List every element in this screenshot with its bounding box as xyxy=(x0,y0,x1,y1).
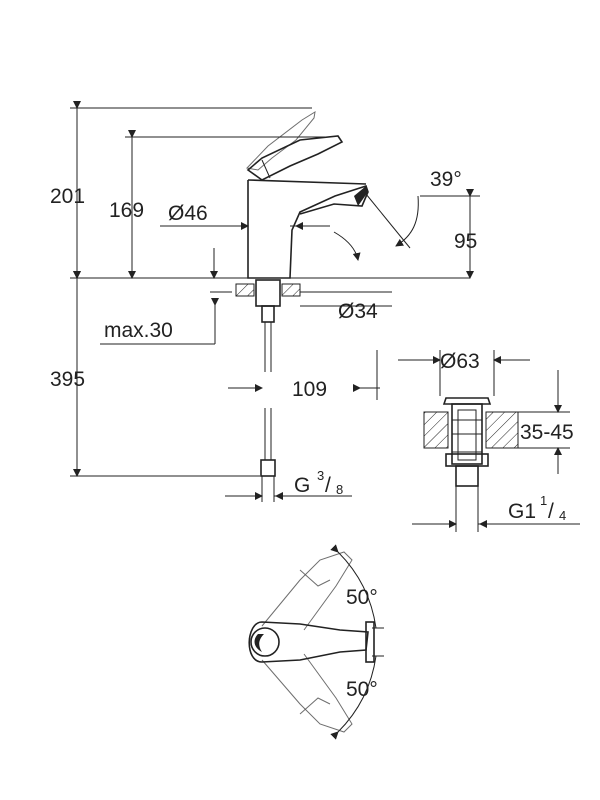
dim-connection-thread-den: 8 xyxy=(336,482,343,497)
dim-connection-thread-slash: / xyxy=(325,474,331,497)
dim-connection-thread-num: 3 xyxy=(317,468,324,483)
dim-body-diameter: Ø46 xyxy=(168,202,208,225)
lever-top xyxy=(248,621,369,663)
faucet-body xyxy=(247,180,369,279)
waste-drain-view xyxy=(423,397,570,532)
lever-top-view xyxy=(248,544,384,740)
dim-lever-angle-top: 50° xyxy=(346,586,378,609)
dim-waste-thread: G1 xyxy=(508,500,536,523)
dim-waste-thread-slash: / xyxy=(548,500,554,523)
dim-waste-thread-den: 4 xyxy=(559,508,566,523)
faucet-dimensions xyxy=(70,101,480,502)
dim-spout-angle: 39° xyxy=(430,168,462,191)
dim-spout-reach: 109 xyxy=(292,378,327,401)
dim-connection-thread: G xyxy=(294,474,310,497)
dimension-labels: 201 169 Ø46 39° 95 Ø34 max.30 395 109 G … xyxy=(50,168,574,701)
dim-lever-angle-bottom: 50° xyxy=(346,678,378,701)
dim-waste-thread-num: 1 xyxy=(540,493,547,508)
faucet-side-view xyxy=(70,110,470,477)
dim-spout-height: 95 xyxy=(454,230,477,253)
dim-waste-diameter: Ø63 xyxy=(440,350,480,373)
dim-mount-diameter: Ø34 xyxy=(338,300,378,323)
supply-hose xyxy=(260,322,276,477)
lever xyxy=(246,135,344,181)
dim-body-height: 169 xyxy=(109,199,144,222)
dim-hose-length: 395 xyxy=(50,368,85,391)
dim-waste-range: 35-45 xyxy=(520,421,574,444)
waste-dimensions xyxy=(398,350,580,528)
dim-deck-thickness: max.30 xyxy=(104,319,173,342)
dim-total-height: 201 xyxy=(50,185,85,208)
